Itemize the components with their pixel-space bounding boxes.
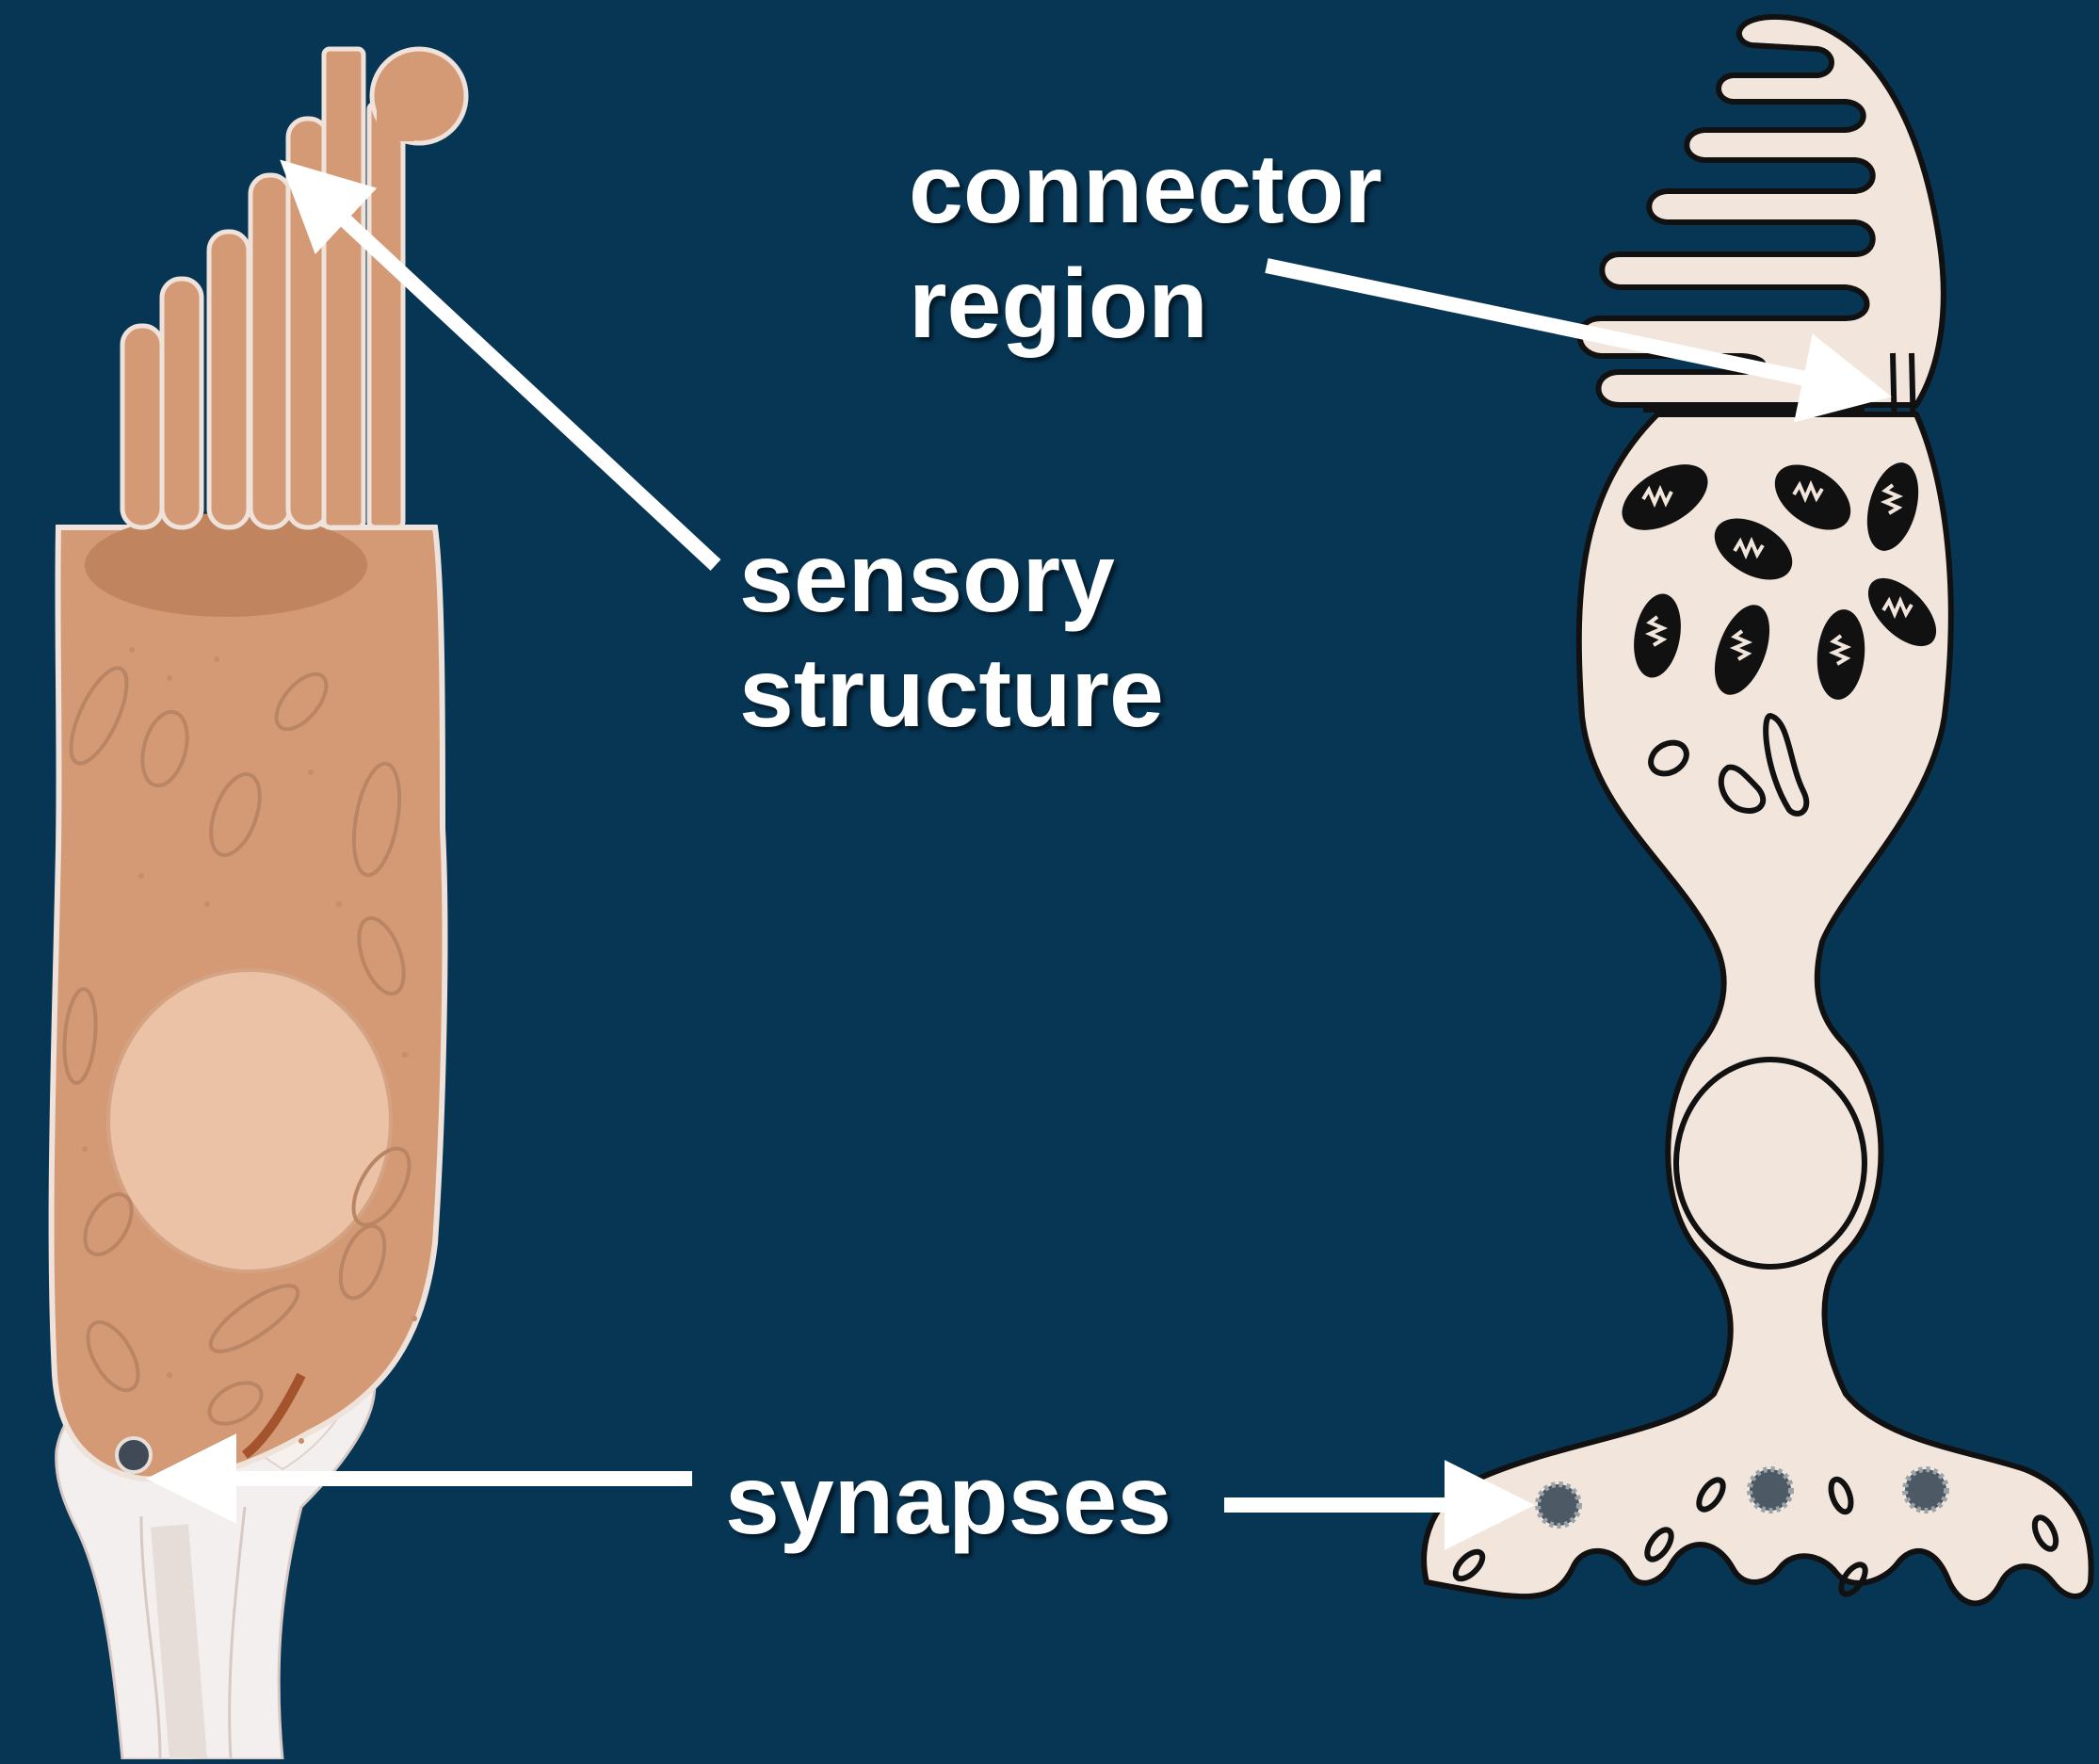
stereocilia bbox=[122, 49, 403, 527]
photoreceptor-body bbox=[1424, 414, 2091, 1604]
sensory-label-line2: structure bbox=[739, 636, 1164, 751]
connector-label-line2: region bbox=[909, 247, 1382, 362]
synapses-label-text: synapses bbox=[725, 1443, 1171, 1558]
hair-cell-nucleus bbox=[108, 970, 391, 1271]
connector-region-label: connector region bbox=[909, 132, 1382, 362]
photoreceptor-figure bbox=[1424, 17, 2091, 1604]
hair-cell-figure bbox=[52, 49, 466, 1759]
connector-label-line1: connector bbox=[909, 132, 1382, 247]
hair-cell-synapse bbox=[117, 1438, 151, 1472]
sensory-label-line1: sensory bbox=[739, 521, 1164, 636]
synapses-label: synapses bbox=[725, 1443, 1171, 1558]
sensory-structure-label: sensory structure bbox=[739, 521, 1164, 751]
